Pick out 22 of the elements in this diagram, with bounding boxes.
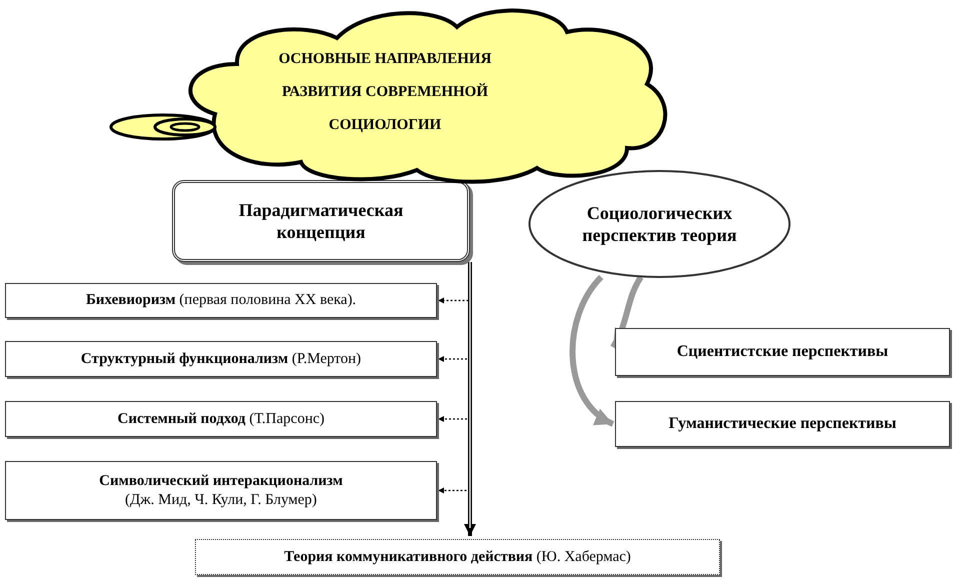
node-label: ОСНОВНЫЕ НАПРАВЛЕНИЯ РАЗВИТИЯ СОВРЕМЕННОЙ СОЦИОЛОГИИ xyxy=(278,50,492,134)
node-label: Парадигматическая концепция xyxy=(238,198,404,244)
double-arrow xyxy=(464,262,476,536)
node-label: Теория коммуникативного действия (Ю. Хабермас) xyxy=(284,548,631,566)
ellipse-node xyxy=(527,168,792,280)
process-box xyxy=(5,341,437,377)
process-box xyxy=(5,461,437,520)
node-label: Структурный функционализм (Р.Мертон) xyxy=(80,350,362,368)
rounded-box xyxy=(172,180,470,262)
process-box xyxy=(615,328,950,376)
curved-arrow xyxy=(570,275,614,427)
process-box xyxy=(5,283,437,318)
process-box xyxy=(195,539,720,575)
process-box xyxy=(5,401,437,437)
node-label: Сциентистские перспективы xyxy=(676,342,888,362)
node-label: Социологических перспектив теория xyxy=(581,202,738,246)
node-label: Гуманистические перспективы xyxy=(668,414,896,434)
node-label: Символический интеракционализм (Дж. Мид, Ч. Кули, Г. Блумер) xyxy=(99,472,343,510)
process-box xyxy=(615,401,950,447)
node-label: Бихевиоризм (первая половина XX века). xyxy=(86,291,356,310)
node-label: Системный подход (Т.Парсонс) xyxy=(118,410,324,428)
curved-arrow xyxy=(610,275,644,349)
